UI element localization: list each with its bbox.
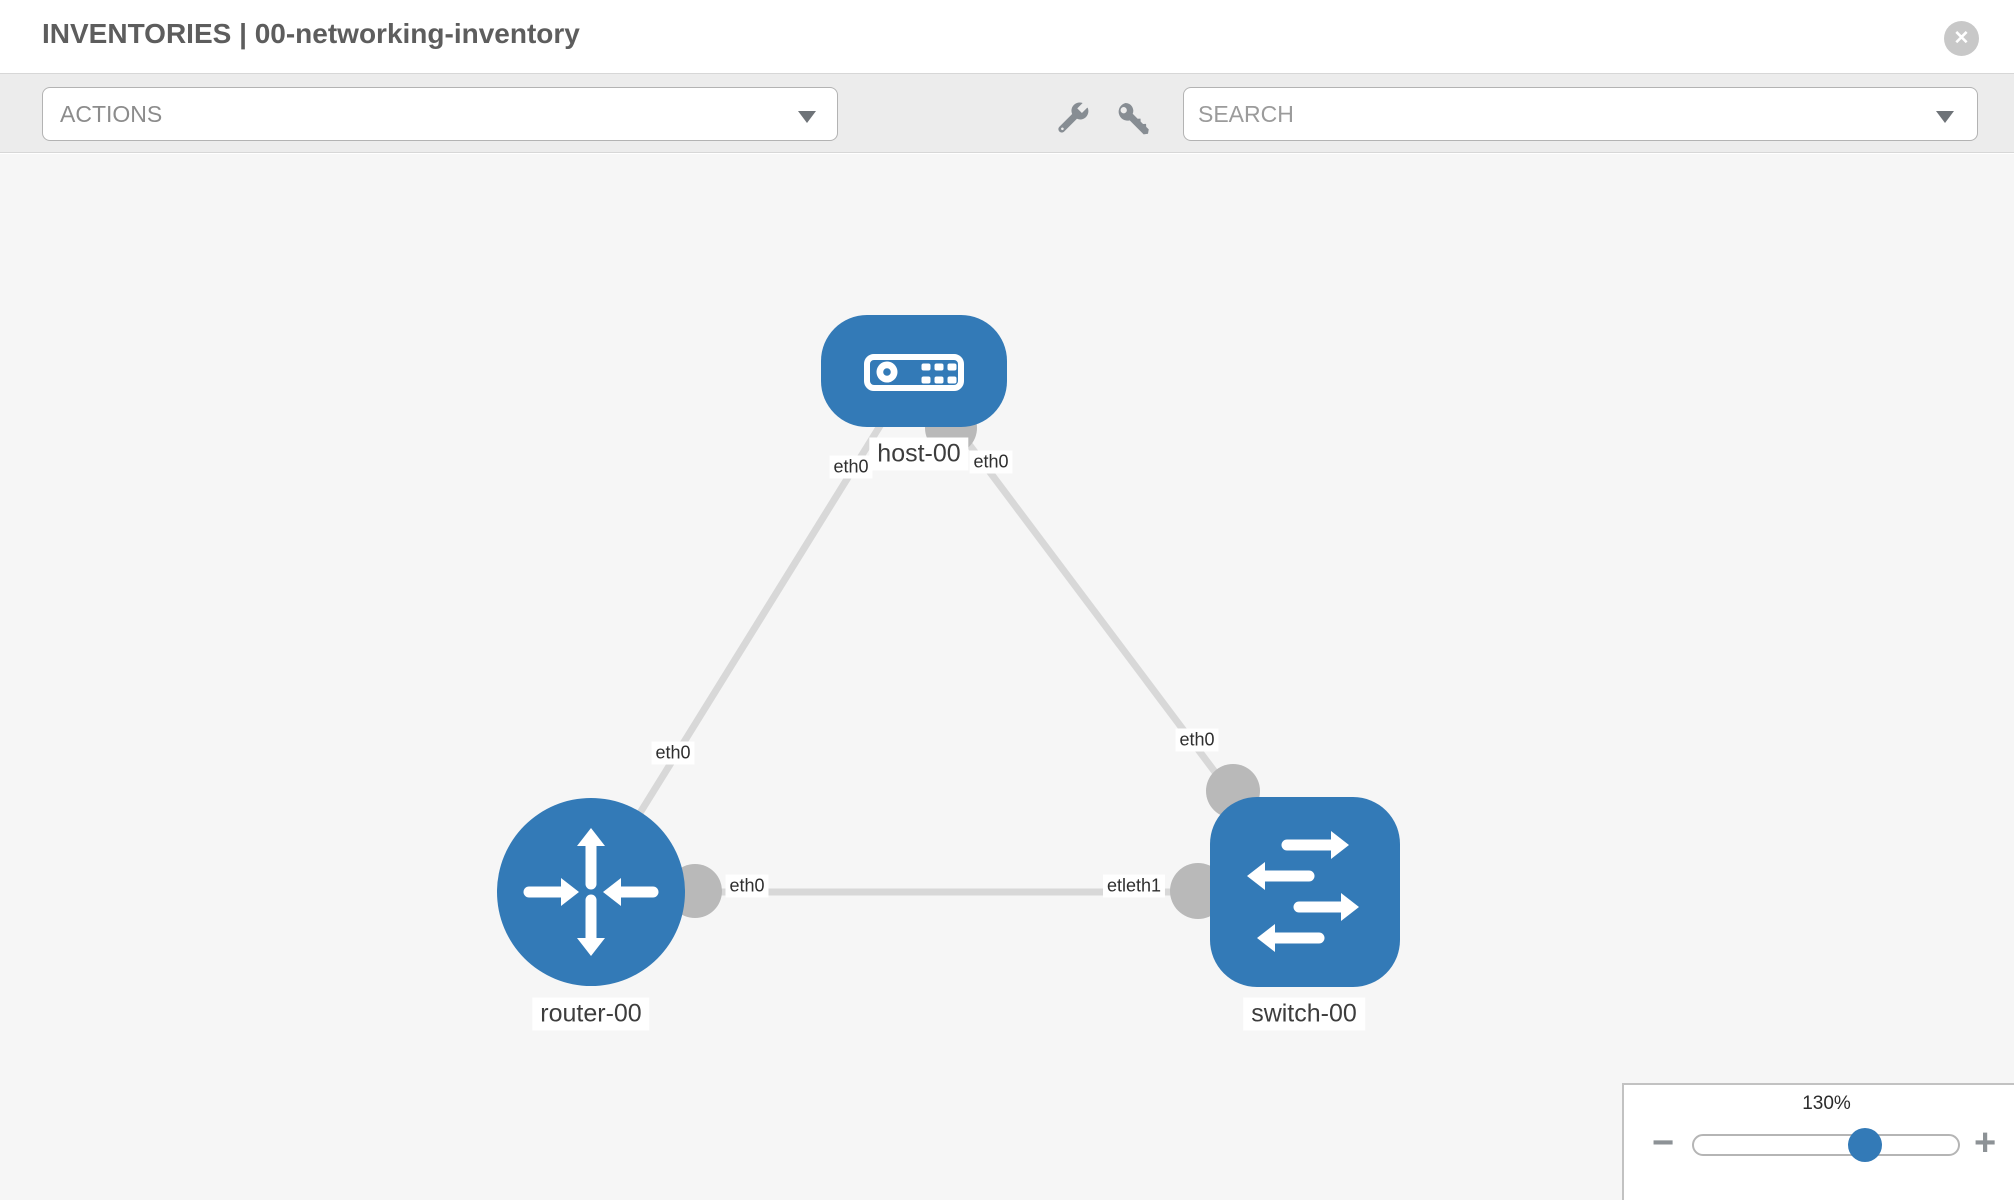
node-host-00[interactable]	[821, 315, 1007, 427]
toolbar: ACTIONS	[0, 73, 2014, 153]
search-box[interactable]	[1183, 87, 1978, 141]
interface-label: eth0	[651, 741, 695, 765]
actions-dropdown-label: ACTIONS	[60, 101, 163, 127]
actions-dropdown[interactable]: ACTIONS	[42, 87, 838, 141]
caret-down-icon	[798, 111, 816, 123]
interface-label: eth0	[969, 450, 1013, 474]
zoom-value-label: 130%	[1802, 1093, 1851, 1114]
switch-icon	[1247, 831, 1359, 952]
interface-label: eth0	[829, 455, 873, 479]
zoom-slider-track[interactable]	[1692, 1134, 1960, 1156]
topology-canvas[interactable]: host-00 router-00 switch-00 eth0 eth0 eth0 eth…	[0, 154, 2014, 1200]
zoom-out-button[interactable]: −	[1652, 1122, 1675, 1164]
node-switch-00[interactable]	[1210, 797, 1400, 987]
page-title: INVENTORIES | 00-networking-inventory	[42, 18, 580, 49]
interface-label: etleth1	[1102, 874, 1166, 898]
node-label-router-00: router-00	[532, 997, 650, 1031]
close-icon[interactable]: ✕	[1944, 21, 1979, 56]
host-icon	[864, 354, 964, 391]
caret-down-icon	[1936, 111, 1954, 123]
configure-button[interactable]	[1054, 100, 1094, 140]
node-label-host-00: host-00	[869, 437, 969, 471]
node-router-00[interactable]	[497, 798, 685, 986]
search-input[interactable]	[1198, 93, 1888, 135]
router-icon	[523, 828, 659, 956]
zoom-panel: 130% − +	[1622, 1083, 2014, 1200]
interface-label: eth0	[1175, 728, 1219, 752]
zoom-slider-thumb[interactable]	[1848, 1128, 1882, 1162]
page-header: INVENTORIES | 00-networking-inventory ✕	[0, 0, 2014, 73]
wrench-icon	[1054, 102, 1090, 140]
zoom-in-button[interactable]: +	[1974, 1122, 1997, 1164]
topology-svg	[497, 315, 1400, 987]
key-icon	[1115, 103, 1151, 140]
node-label-switch-00: switch-00	[1243, 997, 1365, 1031]
credentials-button[interactable]	[1115, 100, 1155, 140]
interface-label: eth0	[725, 874, 769, 898]
